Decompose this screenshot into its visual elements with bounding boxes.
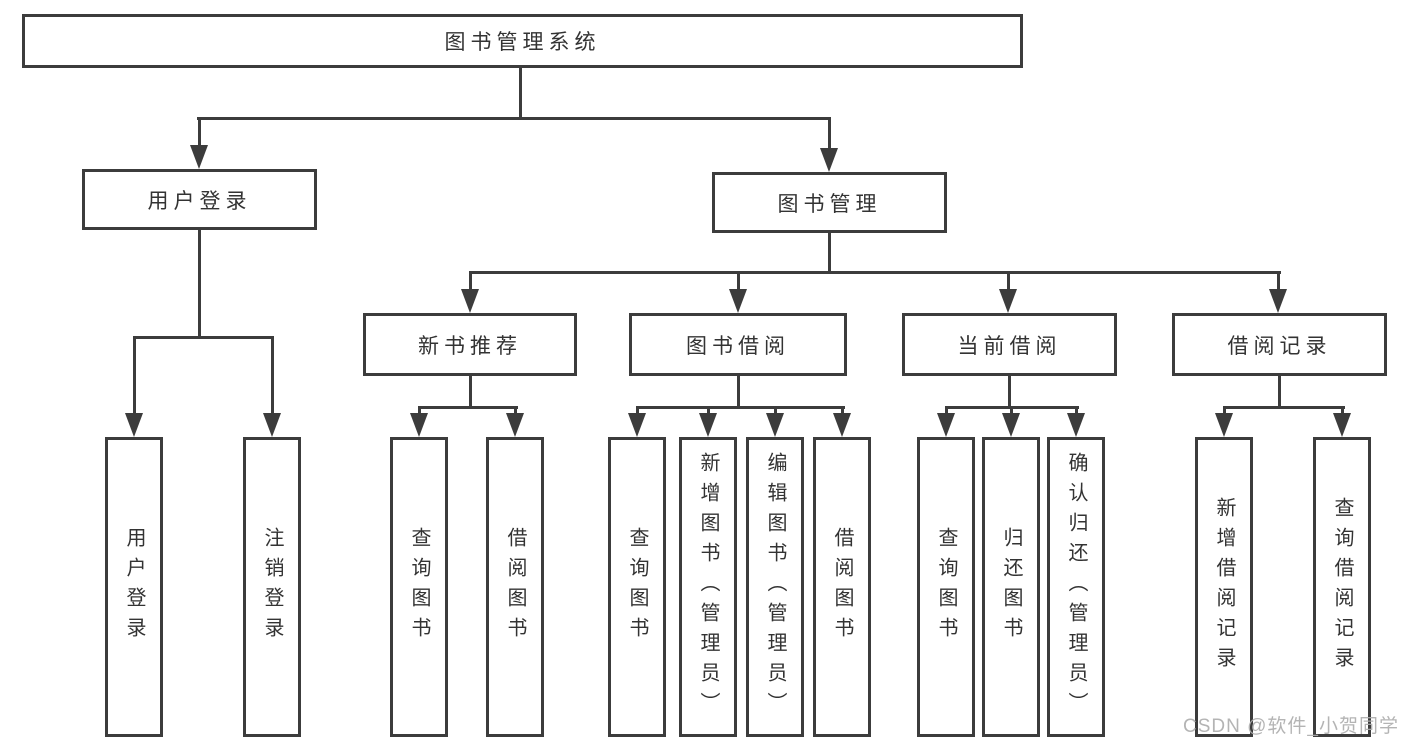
- arrowhead-leaf: [506, 413, 524, 437]
- connector-currentborrow-stem: [1008, 376, 1011, 409]
- arrowhead-leaf: [937, 413, 955, 437]
- connector-arrow-shaft: [1223, 406, 1226, 416]
- node-book-management-label: 图书管理: [777, 192, 882, 216]
- connector-records-bar: [1223, 406, 1345, 409]
- leaf-newbook-query-books: 查询图书: [390, 437, 448, 737]
- connector-arrow-shaft: [1277, 271, 1280, 291]
- leaf-user-login: 用户登录: [105, 437, 163, 737]
- connector-arrow-shaft: [1341, 406, 1344, 416]
- connector-arrow-shaft: [945, 406, 948, 416]
- node-borrow-records-label: 借阅记录: [1227, 334, 1332, 358]
- connector-arrow-shaft: [418, 406, 421, 416]
- connector-newbook-bar: [418, 406, 518, 409]
- connector-arrow-shaft: [828, 117, 831, 150]
- leaf-records-add-record: 新增借阅记录: [1195, 437, 1253, 737]
- node-borrow-records: 借阅记录: [1172, 313, 1387, 376]
- leaf-current-return-books: 归还图书: [982, 437, 1040, 737]
- arrowhead-to-current-borrow: [999, 289, 1017, 313]
- arrowhead-leaf: [833, 413, 851, 437]
- leaf-current-query-books-label: 查询图书: [935, 527, 957, 647]
- node-book-borrow: 图书借阅: [629, 313, 847, 376]
- connector-arrow-shaft: [737, 271, 740, 291]
- leaf-records-query-record-label: 查询借阅记录: [1331, 497, 1353, 677]
- connector-bookborrow-stem: [737, 376, 740, 409]
- leaf-newbook-borrow-books: 借阅图书: [486, 437, 544, 737]
- node-current-borrow-label: 当前借阅: [957, 334, 1062, 358]
- node-current-borrow: 当前借阅: [902, 313, 1117, 376]
- leaf-borrow-add-books-admin-label: 新增图书（管理员）: [697, 452, 719, 722]
- connector-root-stem: [519, 66, 522, 118]
- arrowhead-leaf: [628, 413, 646, 437]
- connector-arrow-shaft: [774, 406, 777, 416]
- connector-user-login-stem: [198, 230, 201, 339]
- arrowhead-leaf: [410, 413, 428, 437]
- connector-arrow-shaft: [133, 336, 136, 415]
- leaf-borrow-borrow-books-label: 借阅图书: [831, 527, 853, 647]
- arrowhead-to-new-book-recommend: [461, 289, 479, 313]
- arrowhead-to-book-management: [820, 148, 838, 172]
- connector-arrow-shaft: [1007, 271, 1010, 291]
- arrowhead-to-user-login: [190, 145, 208, 169]
- leaf-logout-login: 注销登录: [243, 437, 301, 737]
- connector-arrow-shaft: [514, 406, 517, 416]
- connector-root-bar: [197, 117, 831, 120]
- leaf-current-query-books: 查询图书: [917, 437, 975, 737]
- leaf-current-confirm-return-admin-label: 确认归还（管理员）: [1065, 452, 1087, 722]
- leaf-borrow-query-books-label: 查询图书: [626, 527, 648, 647]
- arrowhead-to-leaf-logout: [263, 413, 281, 437]
- connector-arrow-shaft: [1075, 406, 1078, 416]
- connector-bookborrow-bar: [636, 406, 845, 409]
- leaf-user-login-label: 用户登录: [123, 527, 145, 647]
- node-book-borrow-label: 图书借阅: [686, 334, 790, 358]
- node-user-login: 用户登录: [82, 169, 317, 230]
- leaf-records-add-record-label: 新增借阅记录: [1213, 497, 1235, 677]
- leaf-newbook-borrow-books-label: 借阅图书: [504, 527, 526, 647]
- connector-book-mgmt-stem: [828, 233, 831, 274]
- node-new-book-recommend-label: 新书推荐: [418, 334, 522, 358]
- arrowhead-to-leaf-user-login: [125, 413, 143, 437]
- leaf-current-return-books-label: 归还图书: [1000, 527, 1022, 647]
- csdn-watermark: CSDN @软件_小贺同学: [1183, 716, 1399, 737]
- arrowhead-leaf: [1002, 413, 1020, 437]
- node-book-management: 图书管理: [712, 172, 947, 233]
- arrowhead-to-book-borrow: [729, 289, 747, 313]
- node-root-label: 图书管理系统: [444, 31, 601, 54]
- connector-arrow-shaft: [198, 117, 201, 147]
- connector-arrow-shaft: [707, 406, 710, 416]
- connector-newbook-stem: [469, 376, 472, 409]
- node-new-book-recommend: 新书推荐: [363, 313, 577, 376]
- leaf-borrow-borrow-books: 借阅图书: [813, 437, 871, 737]
- leaf-borrow-query-books: 查询图书: [608, 437, 666, 737]
- connector-arrow-shaft: [469, 271, 472, 291]
- connector-arrow-shaft: [636, 406, 639, 416]
- arrowhead-to-borrow-records: [1269, 289, 1287, 313]
- leaf-records-query-record: 查询借阅记录: [1313, 437, 1371, 737]
- arrowhead-leaf: [1215, 413, 1233, 437]
- arrowhead-leaf: [1333, 413, 1351, 437]
- leaf-borrow-edit-books-admin: 编辑图书（管理员）: [746, 437, 804, 737]
- connector-records-stem: [1278, 376, 1281, 409]
- leaf-current-confirm-return-admin: 确认归还（管理员）: [1047, 437, 1105, 737]
- leaf-borrow-add-books-admin: 新增图书（管理员）: [679, 437, 737, 737]
- connector-arrow-shaft: [271, 336, 274, 415]
- arrowhead-leaf: [766, 413, 784, 437]
- leaf-newbook-query-books-label: 查询图书: [408, 527, 430, 647]
- connector-arrow-shaft: [841, 406, 844, 416]
- connector-book-mgmt-bar: [469, 271, 1281, 274]
- arrowhead-leaf: [699, 413, 717, 437]
- arrowhead-leaf: [1067, 413, 1085, 437]
- leaf-borrow-edit-books-admin-label: 编辑图书（管理员）: [764, 452, 786, 722]
- node-user-login-label: 用户登录: [147, 189, 252, 213]
- node-root-library-system: 图书管理系统: [22, 14, 1023, 68]
- leaf-logout-login-label: 注销登录: [261, 527, 283, 647]
- connector-user-login-bar: [133, 336, 274, 339]
- connector-arrow-shaft: [1010, 406, 1013, 416]
